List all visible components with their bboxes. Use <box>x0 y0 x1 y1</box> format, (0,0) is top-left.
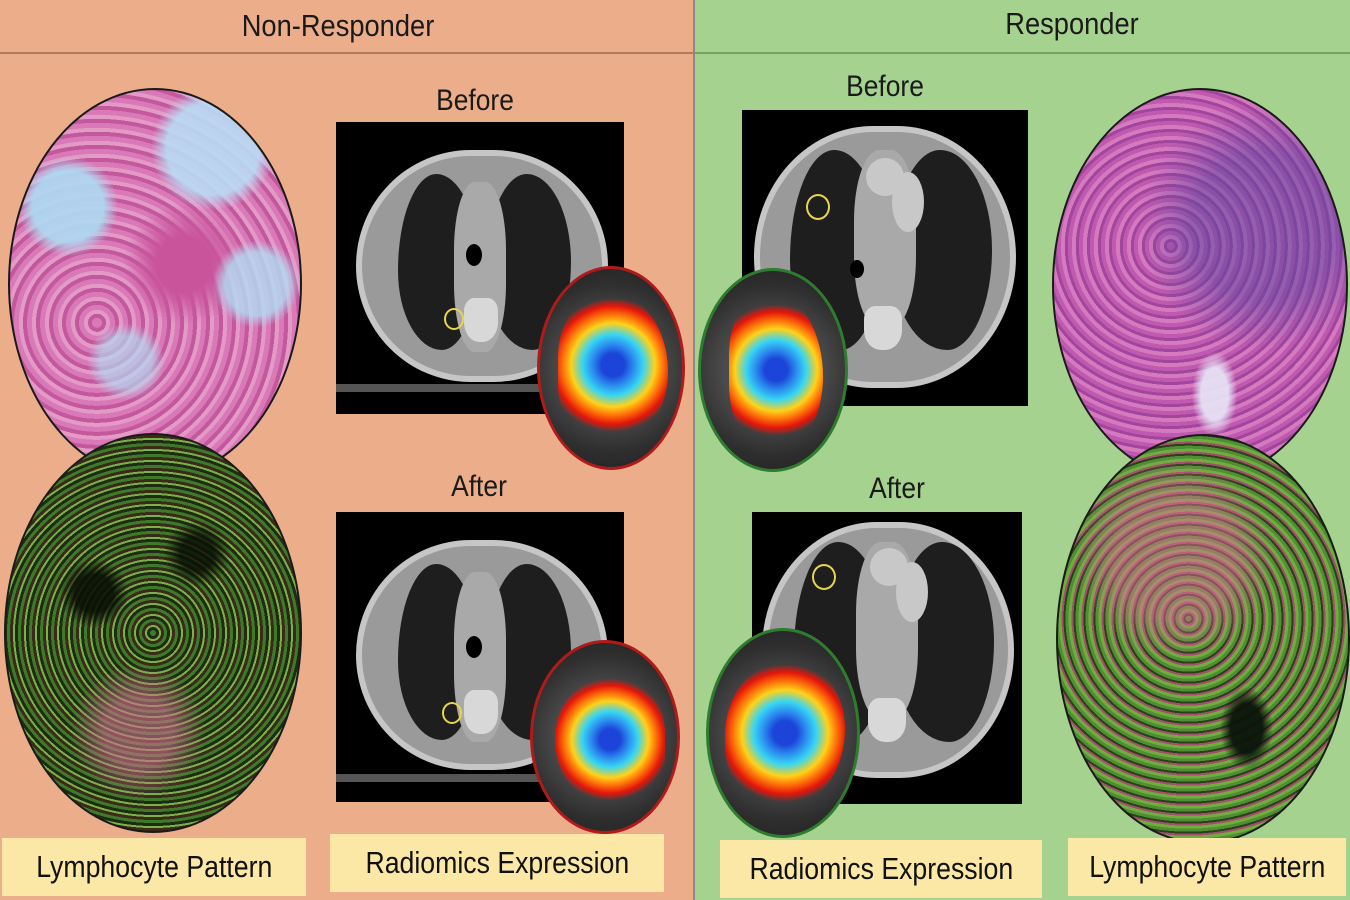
non-responder-heading: Non-Responder <box>241 8 435 43</box>
non-responder-ct-after-image <box>336 512 624 802</box>
header-rule-right <box>695 52 1350 54</box>
responder-lymphocyte-label: Lymphocyte Pattern <box>1088 849 1326 884</box>
non-responder-he-histology-image <box>8 88 302 480</box>
responder-radiomics-label-box: Radiomics Expression <box>720 840 1042 898</box>
responder-before-label: Before <box>846 70 924 103</box>
panel-divider <box>693 0 695 900</box>
non-responder-radiomics-heatmap-before <box>537 266 685 470</box>
responder-radiomics-heatmap-after <box>706 628 860 838</box>
header-rule-left <box>0 52 693 54</box>
non-responder-before-label: Before <box>436 84 514 117</box>
responder-radiomics-heatmap-before <box>698 268 848 472</box>
non-responder-radiomics-label: Radiomics Expression <box>365 845 629 880</box>
responder-radiomics-label: Radiomics Expression <box>749 851 1013 886</box>
non-responder-radiomics-heatmap-after <box>530 640 680 834</box>
responder-he-histology-image <box>1052 88 1348 482</box>
responder-after-label: After <box>869 472 925 505</box>
non-responder-lymphocyte-label-box: Lymphocyte Pattern <box>2 838 306 896</box>
non-responder-lymphocyte-label: Lymphocyte Pattern <box>35 849 273 884</box>
responder-lymphocyte-pattern-image <box>1056 434 1350 844</box>
non-responder-after-label: After <box>451 470 507 503</box>
responder-heading: Responder <box>1005 6 1139 41</box>
non-responder-radiomics-label-box: Radiomics Expression <box>330 834 664 892</box>
non-responder-lymphocyte-pattern-image <box>4 433 302 833</box>
responder-lymphocyte-label-box: Lymphocyte Pattern <box>1068 838 1346 896</box>
